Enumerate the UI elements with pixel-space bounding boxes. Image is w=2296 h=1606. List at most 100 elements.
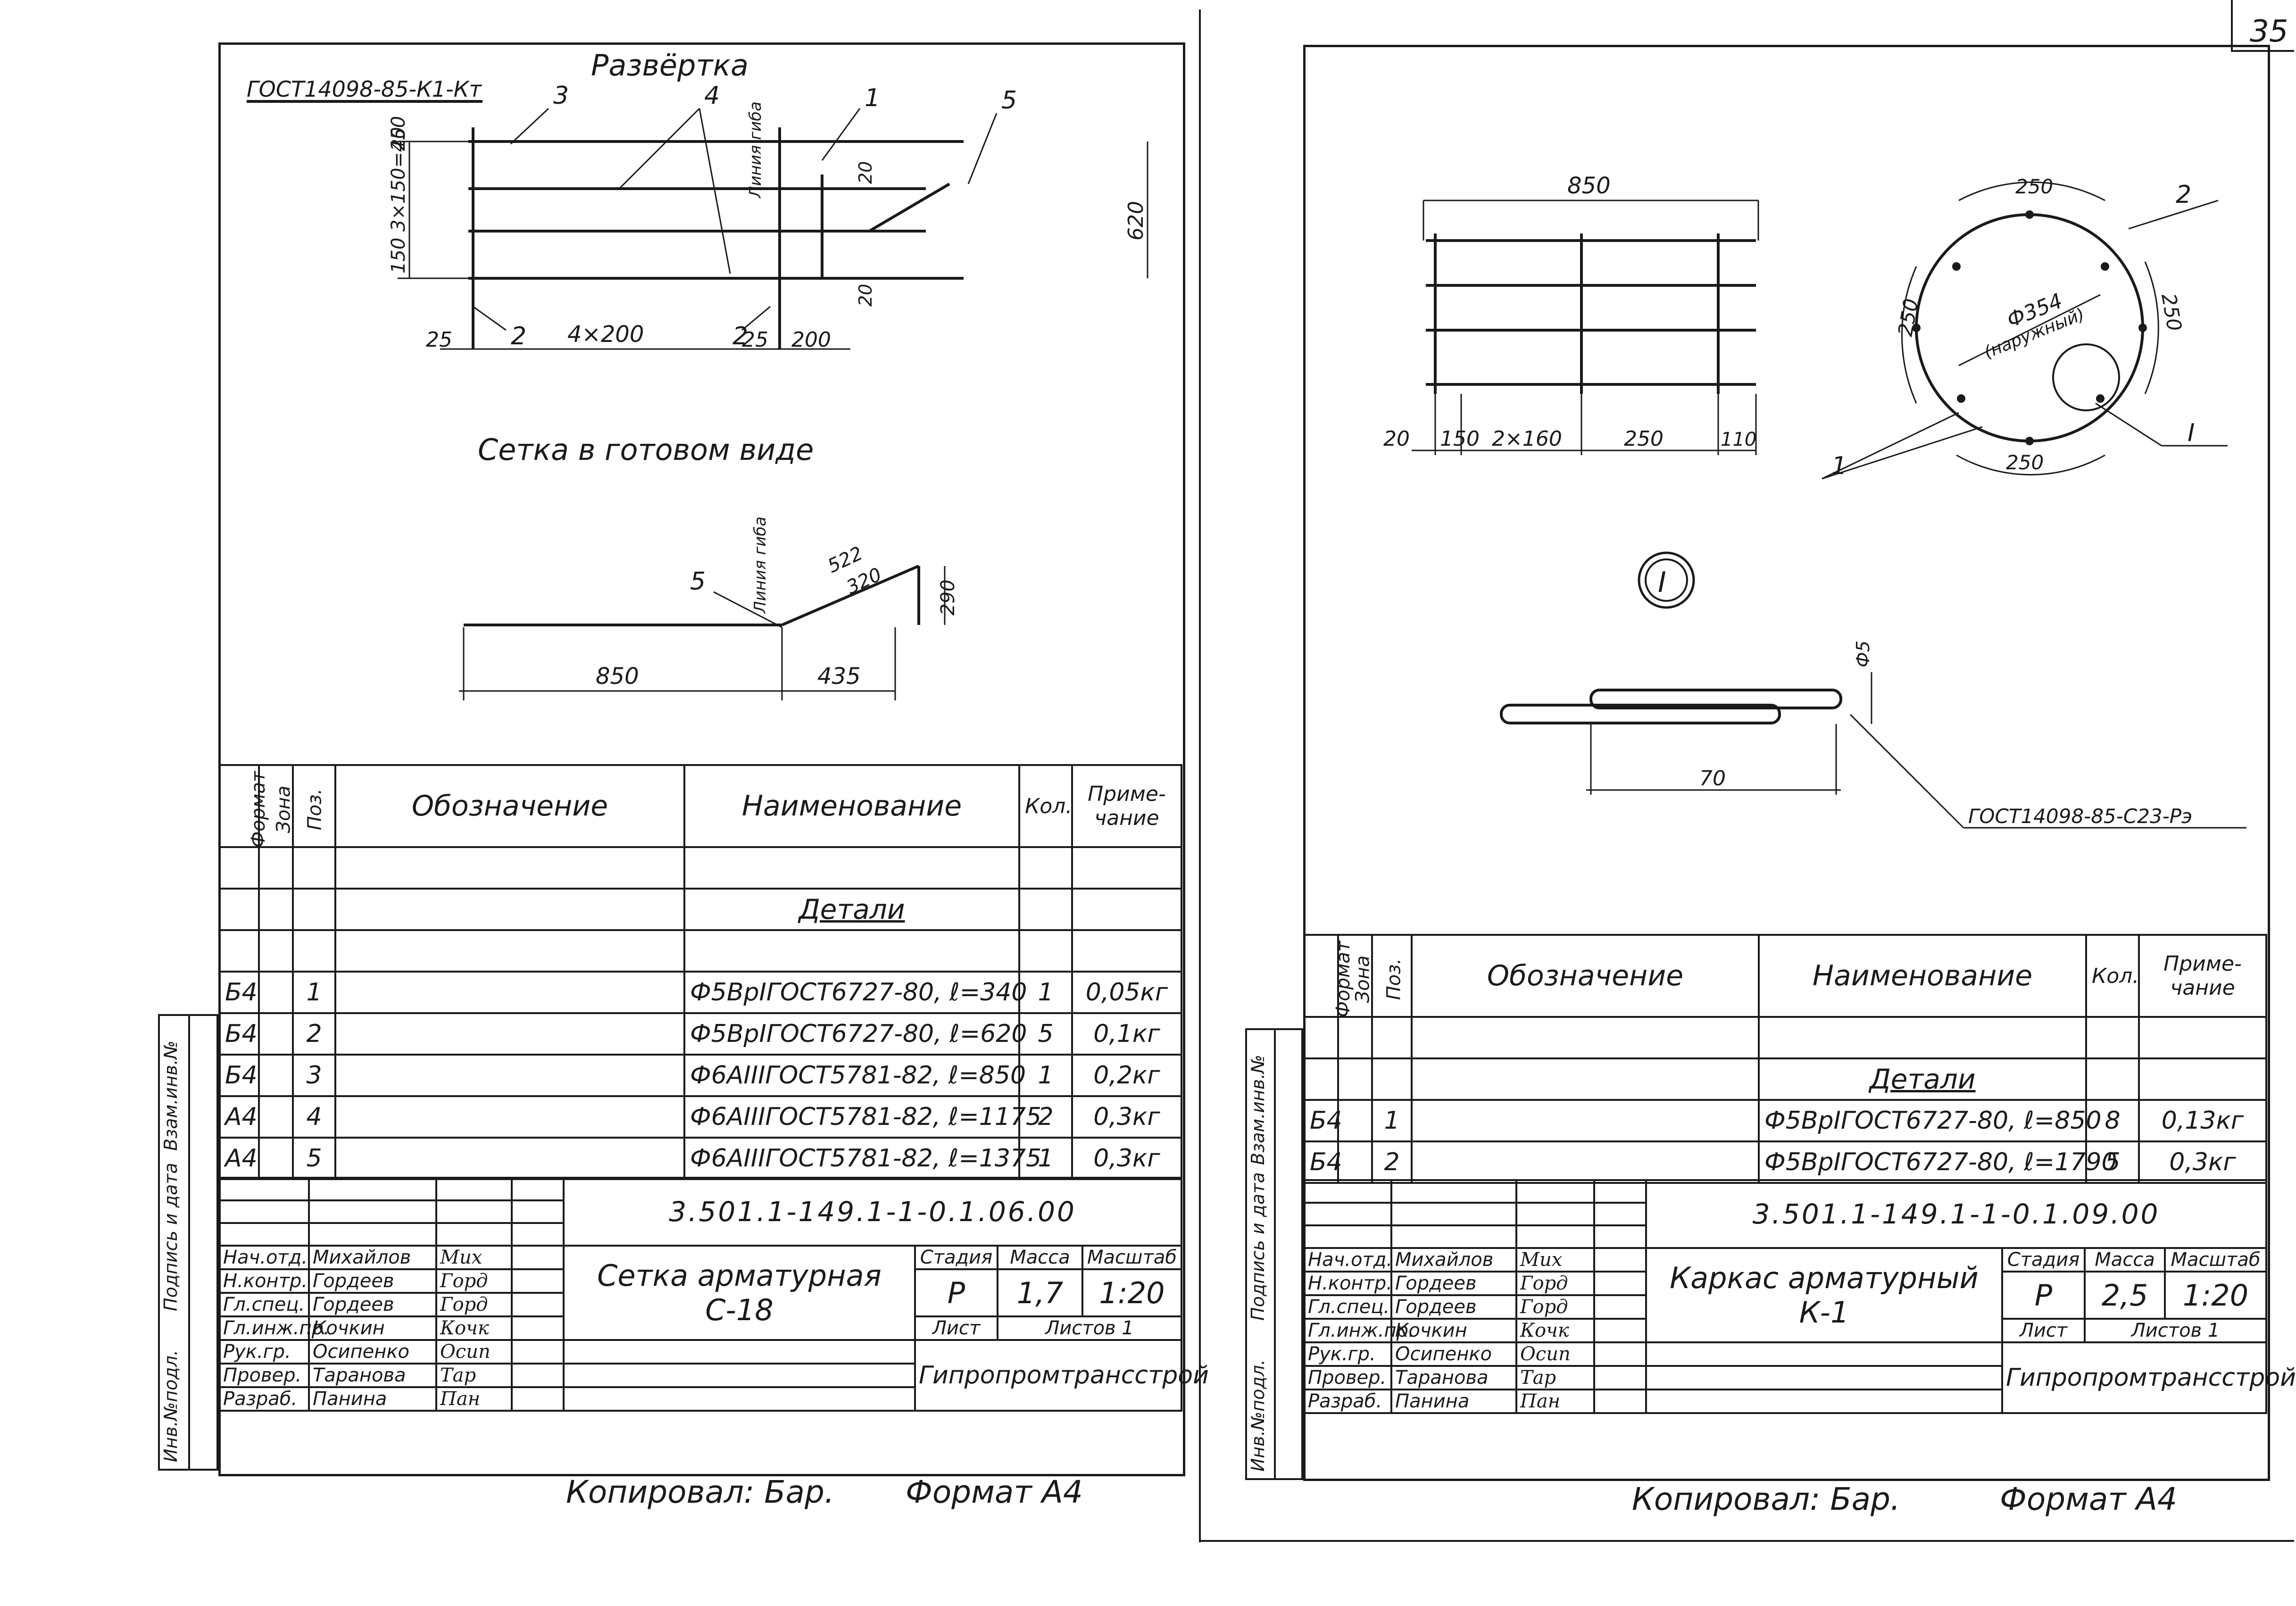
signature: Пан [435, 1386, 513, 1412]
dim-20c: 20 [855, 284, 876, 307]
left-strip-inv: Инв.№подл. [160, 1349, 181, 1462]
right-strip-vzam: Взам.инв.№ [1248, 1055, 1268, 1165]
signature: Тар [1515, 1365, 1595, 1390]
detail-rod-bottom [1500, 704, 1781, 724]
assembled-bent-part [781, 565, 920, 626]
detail-dia: Ф5 [1853, 641, 1873, 667]
signature: Осип [435, 1339, 513, 1365]
dim-25b: 25 [742, 328, 768, 352]
dim-200: 200 [791, 328, 831, 352]
assembled-callout-5: 5 [690, 567, 706, 596]
right-strip-podp: Подпись и дата [1248, 1172, 1268, 1321]
right-side-strip [1245, 1028, 1303, 1480]
dim-435: 435 [817, 663, 861, 690]
dim-20a: 20 [388, 127, 409, 151]
dim-850: 850 [596, 663, 639, 690]
detail-mark: I [1658, 566, 1666, 599]
right-title-block: 3.501.1-149.1-1-0.1.09.00 Нач.отд.Михайл… [1303, 1179, 2296, 1414]
dim-250-top: 250 [2015, 175, 2053, 198]
signature: Кочк [435, 1315, 513, 1341]
weld-ref: ГОСТ14098-85-С23-Рэ [1968, 805, 2192, 828]
std-ref-text: ГОСТ14098-85-К1-Кт [247, 76, 482, 102]
detail-rod-top [1589, 689, 1842, 709]
assembled-bend-label: Линия гиба [751, 516, 770, 614]
unfolded-title: Развёртка [591, 48, 749, 83]
callout-leader-3 [510, 108, 549, 145]
leader-2 [2128, 200, 2219, 230]
assembled-title: Сетка в готовом виде [478, 433, 814, 467]
spec-h-note: Приме- чание [2138, 934, 2267, 1018]
left-title-block: 3.501.1-149.1-1-0.1.06.00 Нач.отд.Михайл… [218, 1177, 1209, 1412]
arc-250-top [1958, 181, 2105, 201]
right-copied-by: Копировал: Бар. [1632, 1481, 1900, 1517]
callout-leader-2a [473, 306, 507, 331]
signature: Осип [1515, 1341, 1595, 1367]
right-strip-inv: Инв.№подл. [1248, 1359, 1268, 1472]
org-name: Гипропромтрансстрой [2001, 1341, 2296, 1414]
doc-code: 3.501.1-149.1-1-0.1.09.00 [1645, 1179, 2268, 1249]
dim-290: 290 [937, 580, 959, 616]
spec-h-zone: Зона [1337, 934, 1373, 1018]
left-strip-podp: Подпись и дата [160, 1163, 181, 1311]
dim-620: 620 [1124, 201, 1148, 241]
leader-1a [1822, 412, 1959, 480]
spec-section: Детали [683, 888, 1020, 931]
right-spec-table: Формат Зона Поз. Обозначение Наименовани… [1303, 934, 2267, 1184]
callout-1: 1 [865, 84, 880, 112]
org-name: Гипропромтрансстрой [914, 1339, 1209, 1412]
dim-2x160: 2×160 [1492, 427, 1562, 451]
detail-mark-circle [1638, 551, 1695, 609]
left-spec-table: Формат Зона Поз. Обозначение Наименовани… [218, 764, 1182, 1180]
left-strip-vzam: Взам.инв.№ [160, 1040, 181, 1151]
detail-circle [2052, 343, 2120, 411]
callout-3: 3 [553, 82, 569, 110]
arc-250-bottom [1956, 454, 2105, 475]
spec-h-designation: Обозначение [1411, 934, 1760, 1018]
spec-h-pos: Поз. [1371, 934, 1413, 1018]
callout-leader-5 [967, 113, 998, 184]
left-drawing-area: ГОСТ14098-85-К1-Кт Развёртка 3 4 1 5 2 2… [247, 48, 1148, 700]
signature: Пан [1515, 1389, 1595, 1414]
diameter-line [1958, 294, 2101, 366]
signature: Горд [1515, 1271, 1595, 1296]
leader-I [2095, 402, 2162, 447]
signature: Мих [435, 1245, 513, 1270]
callout-leader-4a [618, 108, 700, 190]
dim-20b: 20 [855, 161, 876, 184]
dim-250-left: 250 [1894, 297, 1923, 338]
spec-h-qty: Кол. [2085, 934, 2140, 1018]
signature: Кочк [1515, 1318, 1595, 1343]
signature: Горд [435, 1292, 513, 1317]
right-sheet-frame [1303, 45, 2270, 1481]
unfolded-diagonal [868, 183, 950, 233]
arc-250-left [1901, 266, 1917, 404]
leader-weld [1849, 714, 1964, 829]
signature: Горд [1515, 1294, 1595, 1320]
detail-70: 70 [1699, 766, 1726, 791]
dim-150-450: 150 3×150=450 [388, 116, 409, 274]
leader-1b [1822, 426, 1983, 480]
spec-h-designation: Обозначение [334, 764, 685, 848]
page-number-divider-h [2231, 50, 2294, 52]
left-format: Формат А4 [906, 1474, 1083, 1510]
callout-4: 4 [704, 82, 720, 110]
callout-leader-4b [699, 108, 731, 274]
right-format: Формат А4 [2000, 1481, 2177, 1517]
bottom-rule [1199, 1540, 2294, 1542]
callout-2b: 2 [732, 322, 748, 350]
bend-line-label: Линия гиба [746, 101, 765, 199]
dim-20-right: 20 [1383, 427, 1410, 451]
right-drawing-area: 850 20 150 2×160 250 110 250 250 250 250… [1383, 173, 2246, 829]
dim-250-frame: 250 [1624, 427, 1664, 451]
signature: Мих [1515, 1247, 1595, 1273]
dim-850-right: 850 [1567, 173, 1611, 199]
callout-leader-1 [821, 108, 861, 161]
callout-5: 5 [1001, 86, 1017, 115]
